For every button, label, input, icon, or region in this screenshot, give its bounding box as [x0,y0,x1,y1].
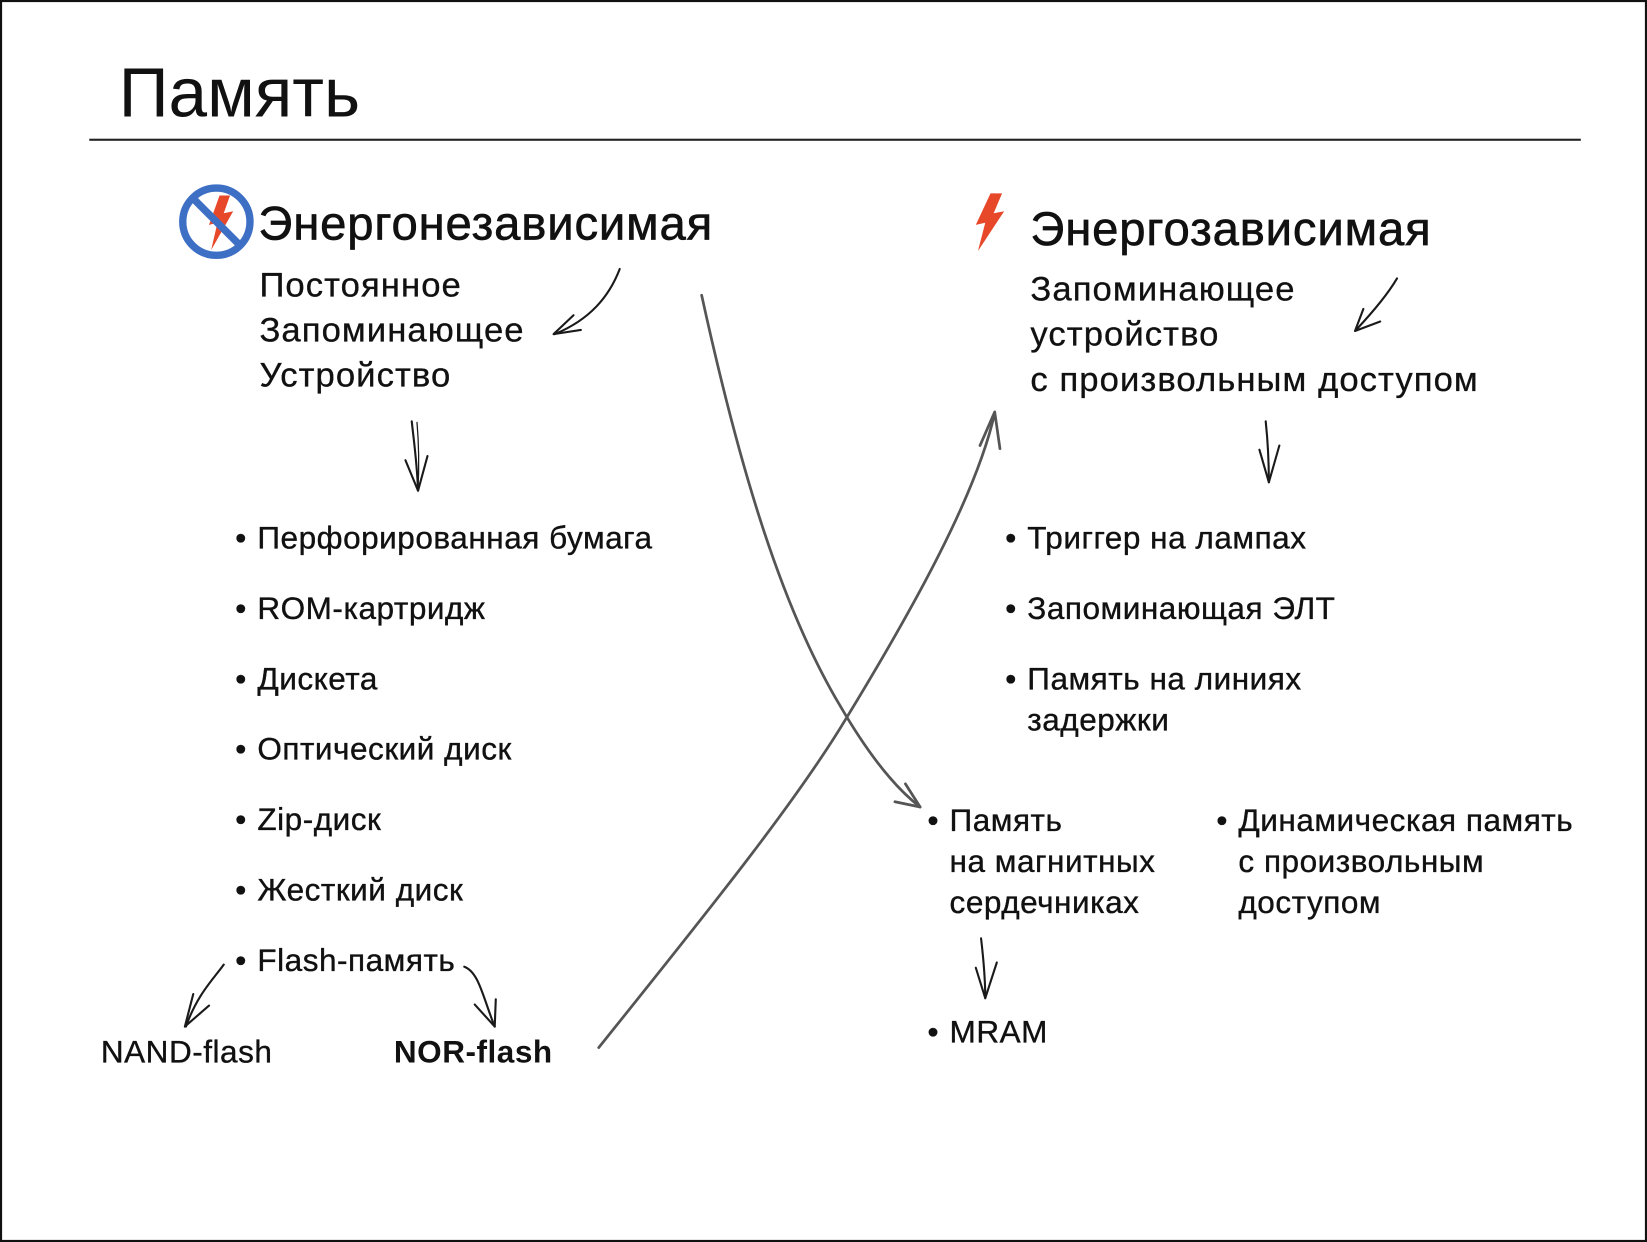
list-item: • Запоминающая ЭЛТ [1005,588,1335,629]
list-item-label: Память на магнитных сердечниках [949,801,1156,924]
bullet: • [1216,803,1228,839]
list-item-line: задержки [1027,702,1170,738]
list-item-mram: • MRAM [927,1012,1047,1053]
list-item: • Жесткий диск [235,870,463,911]
list-item-label: Запоминающая ЭЛТ [1027,588,1335,629]
bullet: • [1005,661,1017,697]
arrow-flash-to-nand [183,963,225,1028]
list-item-line: сердечниках [949,885,1140,921]
page-title: Память [118,53,361,132]
list-item-label: ROM-картридж [257,591,486,627]
list-item-line: Запоминающая ЭЛТ [1027,591,1336,627]
rom-subtitle-line: Запоминающее [259,309,525,349]
bullet: • [235,661,247,697]
arrow-flash-to-nor [463,965,497,1028]
list-item: • Память на линиях задержки [1005,659,1301,741]
bullet: • [235,732,247,768]
ram-subtitle-line: устройство [1030,314,1220,354]
list-item: • ROM-картридж [235,588,485,629]
list-item-label: Оптический диск [257,732,512,768]
list-item-label: Жесткий диск [257,873,464,908]
list-item-line: Память [949,803,1063,839]
no-power-icon [179,184,254,260]
list-item-magnetic-core: • Память на магнитных сердечниках [927,801,1155,924]
bullet: • [235,802,247,838]
ram-subtitle-line: Запоминающее [1030,268,1296,308]
list-item-line: Динамическая память [1238,803,1574,839]
bullet: • [235,943,247,979]
arrow-nonvolatile-to-magnetic [700,293,922,809]
list-item: • Zip-диск [235,800,381,841]
title-divider [89,138,1581,141]
bullet: • [927,803,939,839]
list-item-label: Перфорированная бумага [257,521,653,556]
rom-subtitle: Постоянное Запоминающее Устройство [259,262,524,398]
nand-flash-label: NAND-flash [100,1034,273,1070]
list-item-label: Zip-диск [257,802,382,838]
rom-subtitle-line: Устройство [259,355,452,395]
arrow-heading-to-rom [552,267,621,336]
non-volatile-heading: Энергонезависимая [258,196,714,251]
list-item-label: Память на линиях задержки [1027,659,1301,741]
list-item-line: доступом [1238,885,1382,921]
list-item-label: MRAM [949,1015,1048,1050]
list-item-line: с произвольным [1238,844,1485,880]
rom-subtitle-line: Постоянное [259,264,462,304]
arrow-magnetic-to-mram [974,937,998,1000]
list-item: • Flash-память [235,940,455,981]
list-item-dram: • Динамическая память с произвольным дос… [1216,801,1573,924]
list-item-label: Flash-память [257,943,456,979]
ram-subtitle: Запоминающее устройство с произвольным д… [1030,266,1478,402]
bullet: • [235,591,247,627]
list-item-label: Динамическая память с произвольным досту… [1238,801,1573,924]
arrow-ram-to-list [1258,420,1281,484]
list-item: • Оптический диск [235,729,512,770]
list-item-line: Память на линиях [1027,661,1302,697]
arrow-nor-to-ram [597,410,1002,1049]
list-item-label: Дискета [257,661,378,697]
list-item: • Дискета [235,659,378,700]
arrow-heading-to-ram [1353,277,1399,333]
bullet: • [1005,521,1017,556]
list-item: • Перфорированная бумага [235,518,652,559]
lightning-icon [975,193,1005,252]
list-item-line: на магнитных [949,844,1156,880]
list-item-label: Триггер на лампах [1027,518,1306,559]
volatile-heading: Энергозависимая [1030,201,1432,256]
list-item-line: Триггер на лампах [1027,521,1307,556]
bullet: • [1005,591,1017,627]
bullet: • [235,873,247,908]
bullet: • [235,521,247,556]
ram-subtitle-line: с произвольным доступом [1030,359,1479,399]
arrow-rom-to-list [404,420,429,492]
bullet: • [927,1015,939,1050]
nor-flash-label: NOR-flash [393,1034,553,1070]
list-item: • Триггер на лампах [1005,518,1306,559]
